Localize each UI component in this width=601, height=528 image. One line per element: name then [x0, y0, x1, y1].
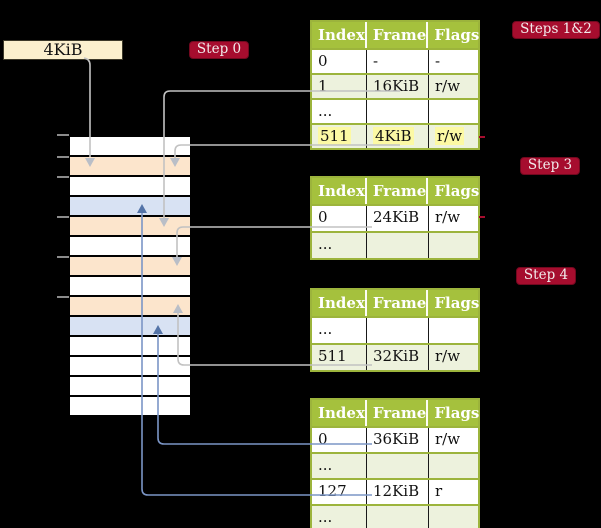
flags-cell	[428, 100, 478, 123]
flags-cell	[428, 318, 478, 343]
table-row: 0 24KiB r/w	[312, 204, 478, 231]
column-header-flags: Flags	[426, 178, 479, 204]
frame-cell: 36KiB	[366, 428, 428, 452]
index-cell: 511	[312, 125, 366, 148]
memory-frame-row	[70, 277, 190, 297]
flags-cell	[428, 233, 478, 258]
memory-frame-row	[70, 377, 190, 397]
memory-frame-row	[70, 257, 190, 277]
frame-cell: 4KiB	[366, 125, 428, 148]
table-header-row: Index Frame Flags	[312, 178, 479, 204]
column-header-flags: Flags	[426, 290, 479, 316]
page-table-3: Index Frame Flags ... 511 32KiB r/w	[310, 288, 480, 372]
flags-cell: r/w	[428, 75, 478, 98]
badge-steps-1-2: Steps 1&2	[512, 21, 600, 39]
tick-mark	[57, 156, 69, 158]
column-header-flags: Flags	[426, 400, 479, 426]
table-row-highlighted: 511 4KiB r/w	[312, 123, 478, 148]
column-header-frame: Frame	[364, 290, 426, 316]
tick-mark	[57, 134, 69, 136]
frame-cell	[366, 318, 428, 343]
table-row: 1 16KiB r/w	[312, 73, 478, 98]
tick-mark	[57, 216, 69, 218]
table-header-row: Index Frame Flags	[312, 22, 479, 48]
highlight: 511	[318, 127, 351, 145]
table-row: 0 - -	[312, 48, 478, 73]
index-cell: 0	[318, 208, 328, 226]
memory-stack	[70, 137, 190, 417]
index-cell: 511	[318, 347, 347, 365]
index-cell: 0	[318, 52, 328, 70]
table-header-row: Index Frame Flags	[312, 400, 479, 426]
tick-mark	[57, 176, 69, 178]
page-table-1: Index Frame Flags 0 - - 1 16KiB r/w ... …	[310, 20, 480, 150]
column-header-index: Index	[318, 182, 365, 200]
index-cell: ...	[318, 235, 333, 253]
memory-frame-row	[70, 197, 190, 217]
frame-cell: 12KiB	[366, 480, 428, 504]
table-row: ...	[312, 504, 478, 528]
frame-cell	[366, 506, 428, 528]
memory-frame-row	[70, 357, 190, 377]
memory-frame-row	[70, 297, 190, 317]
index-cell: 127	[318, 482, 347, 500]
steps1-2-pointer-dash	[479, 136, 485, 138]
memory-frame-row	[70, 317, 190, 337]
table-row: ...	[312, 316, 478, 343]
flags-cell	[428, 506, 478, 528]
table-header-row: Index Frame Flags	[312, 290, 479, 316]
flags-cell: r	[428, 480, 478, 504]
column-header-flags: Flags	[426, 22, 479, 48]
memory-frame-row	[70, 237, 190, 257]
flags-cell: -	[428, 50, 478, 73]
badge-step-0: Step 0	[189, 41, 249, 59]
frame-cell	[366, 100, 428, 123]
table-row: 511 32KiB r/w	[312, 343, 478, 370]
badge-step-3: Step 3	[520, 157, 580, 175]
flags-cell	[428, 454, 478, 478]
frame-cell	[366, 233, 428, 258]
frame-cell: 32KiB	[366, 345, 428, 370]
table-row: 0 36KiB r/w	[312, 426, 478, 452]
index-cell: 1	[318, 77, 328, 95]
tick-mark	[57, 296, 69, 298]
flags-cell: r/w	[428, 428, 478, 452]
index-cell: ...	[318, 320, 333, 338]
table-row: 127 12KiB r	[312, 478, 478, 504]
flags-cell: r/w	[428, 125, 478, 148]
table-row: ...	[312, 452, 478, 478]
badge-step-4: Step 4	[516, 267, 576, 285]
index-cell: 0	[318, 430, 328, 448]
table-row: ...	[312, 231, 478, 258]
column-header-frame: Frame	[364, 400, 426, 426]
memory-frame-row	[70, 217, 190, 237]
column-header-frame: Frame	[364, 178, 426, 204]
index-cell: ...	[318, 456, 333, 474]
column-header-index: Index	[318, 404, 365, 422]
step3-pointer-dash	[479, 216, 485, 218]
memory-frame-row	[70, 157, 190, 177]
page-table-4: Index Frame Flags 0 36KiB r/w ... 127 12…	[310, 398, 480, 528]
highlight: r/w	[435, 127, 465, 145]
frame-cell: 16KiB	[366, 75, 428, 98]
table-row: ...	[312, 98, 478, 123]
memory-frame-row	[70, 177, 190, 197]
column-header-frame: Frame	[364, 22, 426, 48]
flags-cell: r/w	[428, 206, 478, 231]
memory-frame-row	[70, 337, 190, 357]
tick-mark	[57, 256, 69, 258]
frame-cell: -	[366, 50, 428, 73]
index-cell: ...	[318, 508, 333, 526]
memory-frame-row	[70, 397, 190, 417]
column-header-index: Index	[318, 294, 365, 312]
column-header-index: Index	[318, 26, 365, 44]
memory-frame-row	[70, 137, 190, 157]
frame-size-label-box: 4KiB	[3, 40, 123, 60]
frame-cell	[366, 454, 428, 478]
highlight: 4KiB	[373, 127, 414, 145]
flags-cell: r/w	[428, 345, 478, 370]
page-table-2: Index Frame Flags 0 24KiB r/w ...	[310, 176, 480, 260]
frame-cell: 24KiB	[366, 206, 428, 231]
index-cell: ...	[318, 102, 333, 120]
